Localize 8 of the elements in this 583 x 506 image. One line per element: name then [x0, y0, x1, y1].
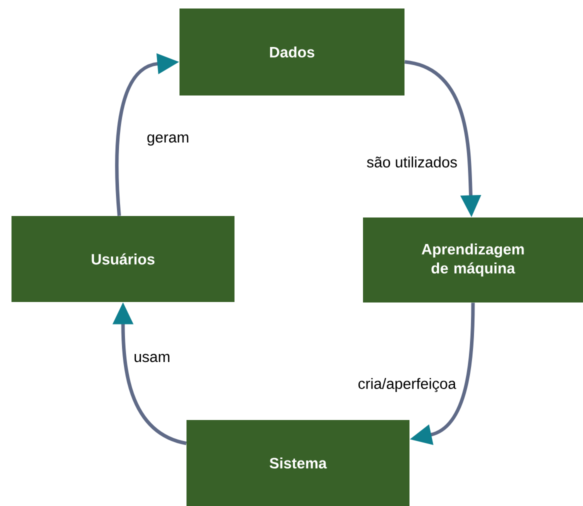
edge-label: geram: [146, 133, 190, 147]
edge-label: usam: [132, 352, 172, 364]
process-box: Sistema: [186, 420, 410, 506]
edge-label: são utilizados: [366, 155, 458, 168]
process-box: Dados: [180, 8, 404, 96]
edge-label: cria/aperfeiçoa: [356, 376, 458, 394]
process-box: Usuários: [12, 216, 234, 302]
process-box: Aprendizagem de máquina: [363, 218, 583, 302]
